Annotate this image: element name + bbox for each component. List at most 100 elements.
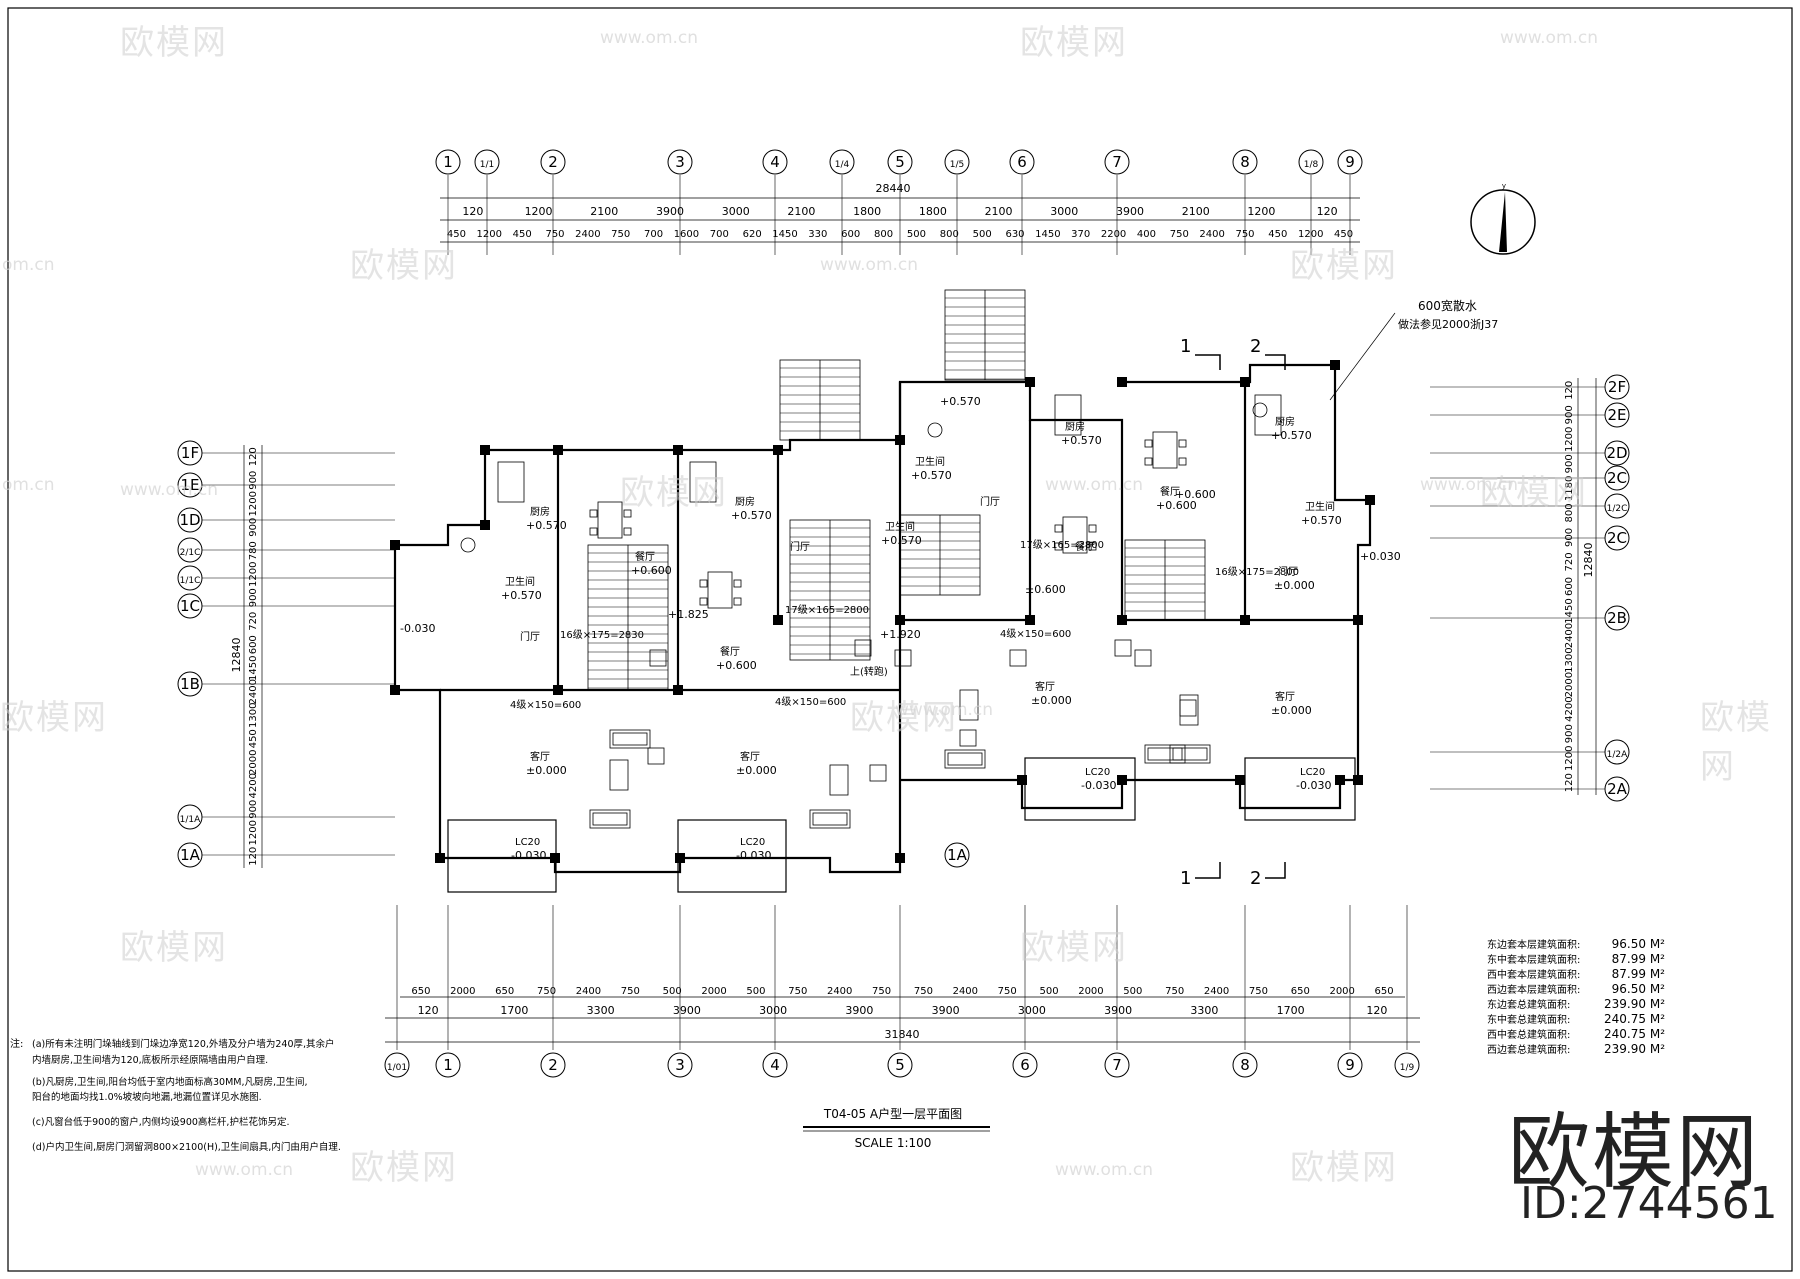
coffee-table <box>609 759 629 791</box>
dining-chair <box>1054 542 1063 551</box>
dim-bottom-2-10: 1700 <box>1277 1004 1305 1017</box>
north-arrow: y <box>1470 182 1536 255</box>
dining-chair <box>1054 524 1063 533</box>
watermark-url: www.om.cn <box>120 480 219 500</box>
column <box>1240 377 1250 387</box>
dim-top-1-12: 1200 <box>1247 205 1275 218</box>
column <box>480 445 490 455</box>
axis-bottom-7-circle <box>1104 1052 1130 1078</box>
axis-top-9-circle <box>1104 149 1130 175</box>
column <box>773 615 783 625</box>
watermark-logo: 欧模网 <box>1700 698 1772 787</box>
dim-bottom-1-5: 750 <box>621 986 640 997</box>
axis-bottom-4-circle <box>762 1052 788 1078</box>
dim-bottom-1-9: 750 <box>788 986 807 997</box>
dim-top-total: 28440 <box>876 182 911 195</box>
room-level-20: -0.030 <box>1296 779 1331 792</box>
dining-table <box>707 571 733 609</box>
sofa <box>1169 744 1211 764</box>
axis-bottom-1-circle <box>435 1052 461 1078</box>
dim-top-1-2: 2100 <box>590 205 618 218</box>
area-value-3: 96.50 M² <box>1612 982 1666 996</box>
level-label-1: +1.920 <box>880 628 921 641</box>
axis-left-4-circle <box>177 565 203 591</box>
general-notes: 注:(a)所有未注明门垛轴线到门垛边净宽120,外墙及分户墙为240厚,其余户 … <box>10 1037 341 1153</box>
dim-bottom-1-22: 2000 <box>1329 986 1354 997</box>
axis-left-1: 1E <box>180 476 199 494</box>
area-label-6: 西中套总建筑面积: <box>1487 1028 1570 1041</box>
room-label-6: 厨房 <box>735 495 755 508</box>
area-label-0: 东边套本层建筑面积: <box>1487 938 1580 951</box>
axis-bottom-7: 7 <box>1112 1056 1122 1074</box>
room-level-11: +0.570 <box>881 534 922 547</box>
column <box>1235 775 1245 785</box>
sofa-cushion <box>947 752 983 766</box>
dim-bottom-2-1: 1700 <box>500 1004 528 1017</box>
dining-chair <box>1088 542 1097 551</box>
dim-top-2-25: 450 <box>1268 229 1287 240</box>
area-value-6: 240.75 M² <box>1604 1027 1665 1041</box>
dim-top-1-11: 2100 <box>1182 205 1210 218</box>
dim-top-2-22: 750 <box>1170 229 1189 240</box>
dim-top-1-10: 3900 <box>1116 205 1144 218</box>
armchair <box>649 649 667 667</box>
column <box>673 445 683 455</box>
level-label-6: +0.600 <box>1175 488 1216 501</box>
level-label-4: ±0.600 <box>1025 583 1066 596</box>
dim-right-5: 800 <box>1564 503 1575 522</box>
column <box>895 853 905 863</box>
stair-label-5: 4级×150=600 <box>775 696 846 708</box>
room-label-1: 餐厅 <box>635 550 655 563</box>
dim-right-14: 900 <box>1564 724 1575 743</box>
axis-top-2: 2 <box>548 153 558 171</box>
room-level-16: ±0.000 <box>1031 694 1072 707</box>
area-label-1: 东中套本层建筑面积: <box>1487 953 1580 966</box>
axis-bottom-9-circle <box>1337 1052 1363 1078</box>
dim-bottom-1-18: 750 <box>1165 986 1184 997</box>
dim-top-2-10: 1450 <box>772 229 797 240</box>
stair-label-4: 4级×150=600 <box>510 699 581 711</box>
axis-bottom-0-circle <box>384 1052 410 1078</box>
dim-bottom-total: 31840 <box>885 1028 920 1041</box>
room-level-13: +0.570 <box>1061 434 1102 447</box>
axis-top-6: 5 <box>895 153 905 171</box>
axis-bottom-2-circle <box>540 1052 566 1078</box>
axis-bottom-10-circle <box>1394 1052 1420 1078</box>
axis-left-5-circle <box>177 593 203 619</box>
axis-right-0-circle <box>1604 374 1630 400</box>
axis-top-7: 1/5 <box>950 160 964 170</box>
stair-label-0: 16级×175=2830 <box>560 629 644 641</box>
area-label-7: 西边套总建筑面积: <box>1487 1043 1570 1056</box>
dim-right-total: 12840 <box>1582 543 1595 578</box>
axis-right-1-circle <box>1604 402 1630 428</box>
dining-chair <box>589 527 598 536</box>
dim-bottom-1-13: 2400 <box>953 986 978 997</box>
watermark-url: www.om.cn <box>895 700 994 720</box>
column <box>1240 615 1250 625</box>
axis-top-4-circle <box>762 149 788 175</box>
dim-bottom-1-0: 650 <box>411 986 430 997</box>
room-label-10: LC20 <box>740 837 765 848</box>
dim-left-7: 720 <box>248 612 259 631</box>
watermark-url: om.cn <box>2 255 55 275</box>
dim-top-2-18: 1450 <box>1035 229 1060 240</box>
stair-label-1: 17级×165=2800 <box>785 604 869 616</box>
axis-top-11-circle <box>1298 149 1324 175</box>
dining-chair <box>1144 439 1153 448</box>
dim-top-2-4: 2400 <box>575 229 600 240</box>
dim-top-2-27: 450 <box>1334 229 1353 240</box>
note-top-line1: 600宽散水 <box>1418 298 1477 313</box>
axis-right-3: 2C <box>1607 469 1627 487</box>
dim-bottom-1-8: 500 <box>746 986 765 997</box>
armchair <box>1114 639 1132 657</box>
dim-top-1-0: 120 <box>462 205 483 218</box>
watermark-logo: 欧模网 <box>120 23 228 63</box>
dim-left-17: 120 <box>248 847 259 866</box>
axis-top-1-circle <box>474 149 500 175</box>
axis-bottom-5: 5 <box>895 1056 905 1074</box>
dim-top-2-15: 800 <box>940 229 959 240</box>
room-label-20: LC20 <box>1300 767 1325 778</box>
room-label-8: 门厅 <box>790 540 810 553</box>
toilet <box>460 537 476 553</box>
